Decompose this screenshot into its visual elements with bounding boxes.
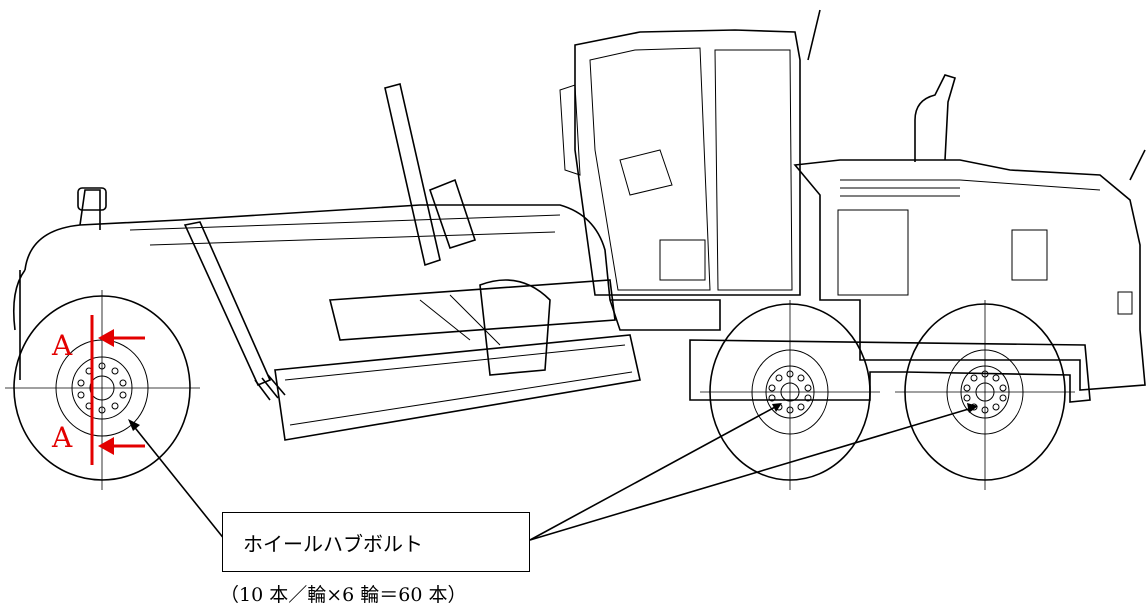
front-wheel: [5, 290, 200, 490]
tandem-housing: [689, 339, 1091, 403]
main-frame: [12, 83, 721, 387]
callout-label: ホイールハブボルト: [243, 531, 423, 556]
engine-housing: [793, 74, 1146, 391]
section-marker-a-bottom: A: [52, 421, 73, 454]
section-cut-line: [90, 315, 145, 465]
leader-lines: [128, 403, 978, 541]
bolt-count-caption: （10 本／輪×6 輪＝60 本）: [220, 584, 467, 606]
section-marker-a-top: A: [52, 329, 73, 362]
rear-wheel-front: [700, 300, 880, 490]
rear-wheel-back: [895, 300, 1075, 490]
wheel-hub-bolt-callout: ホイールハブボルト: [222, 512, 530, 572]
moldboard-blade: [254, 279, 641, 441]
operator-cab: [559, 9, 821, 296]
